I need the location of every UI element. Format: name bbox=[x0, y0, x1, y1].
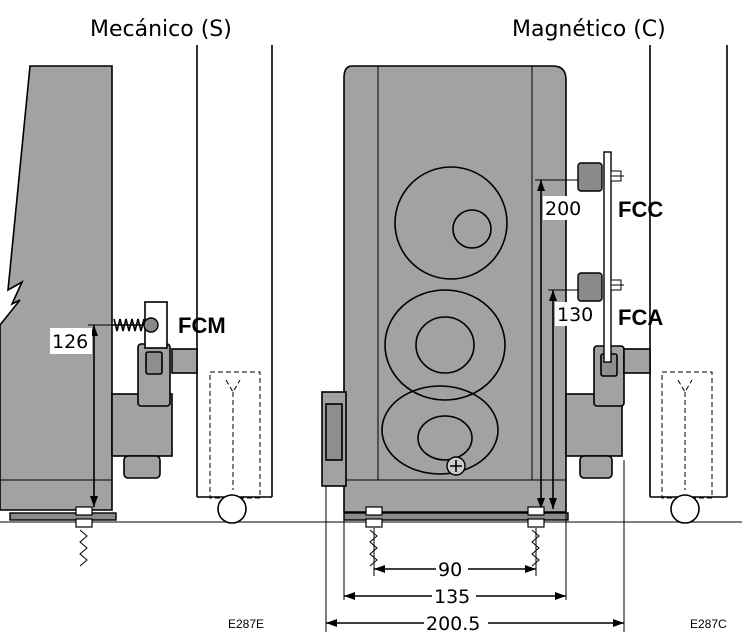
dim-90: 90 bbox=[438, 559, 462, 581]
motor-body-mechanical bbox=[0, 65, 113, 511]
gate-wheel-right bbox=[670, 494, 700, 524]
title-magnetic: Magnético (C) bbox=[512, 17, 666, 42]
magnet-bar bbox=[603, 151, 612, 363]
roller-axle-right bbox=[623, 348, 651, 374]
code-right: E287C bbox=[690, 617, 727, 631]
base-plate-left bbox=[9, 512, 117, 521]
label-fca: FCA bbox=[618, 305, 663, 330]
rack-left bbox=[209, 371, 261, 499]
magnet-fca bbox=[577, 272, 624, 302]
label-fcm: FCM bbox=[178, 313, 226, 338]
dim-135: 135 bbox=[434, 586, 470, 608]
rack-right bbox=[661, 371, 713, 499]
embossed-800: 800 bbox=[381, 166, 562, 601]
fcm-switch bbox=[112, 317, 159, 333]
anchor-bolt-left bbox=[79, 529, 88, 567]
anchor-bolt-right-a bbox=[369, 529, 378, 567]
motor-body-magnetic bbox=[343, 65, 567, 513]
gear-cap-left bbox=[123, 455, 161, 479]
anchor-bolt-right-b bbox=[531, 529, 540, 567]
mechanical-view: FCM 126 E287E bbox=[0, 45, 742, 631]
dim-130: 130 bbox=[557, 304, 593, 326]
code-left: E287E bbox=[228, 617, 264, 631]
embossed-800-text: 800 bbox=[560, 599, 562, 601]
dim-200-5: 200.5 bbox=[426, 613, 480, 632]
magnetic-view: 800 FCC FCA bbox=[321, 45, 728, 632]
dim-126: 126 bbox=[52, 331, 88, 353]
gear-cap-right bbox=[579, 455, 613, 479]
roller-left bbox=[145, 351, 163, 375]
gate-wheel-left bbox=[217, 494, 247, 524]
title-mechanical: Mecánico (S) bbox=[90, 17, 232, 42]
dim-200: 200 bbox=[545, 198, 581, 220]
magnet-fcc bbox=[577, 162, 624, 192]
roller-axle-left bbox=[171, 348, 198, 374]
label-fcc: FCC bbox=[618, 197, 663, 222]
